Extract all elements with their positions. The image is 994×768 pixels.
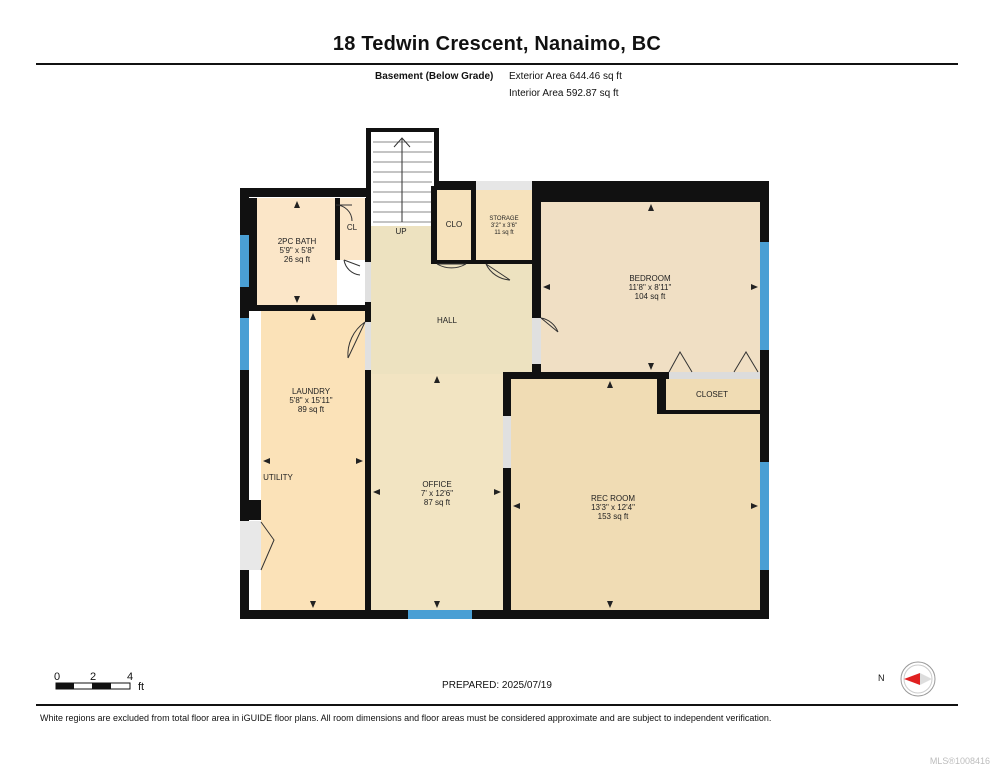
prepared-date: PREPARED: 2025/07/19 <box>442 680 552 691</box>
level-label: Basement (Below Grade) <box>375 71 494 82</box>
door-gap-bedroom <box>532 318 541 364</box>
clo-label: CLO <box>446 220 462 229</box>
interior-walls <box>249 186 760 610</box>
room-laundry-fill <box>261 311 365 610</box>
laundry-dims: 5'8" x 15'11" <box>289 396 332 405</box>
scale-bar <box>55 682 131 690</box>
utility-white-strip <box>247 311 261 521</box>
bath-dims: 5'9" x 5'8" <box>280 246 315 255</box>
footer-divider <box>36 704 958 706</box>
title-divider <box>36 63 958 65</box>
compass-icon <box>900 661 936 697</box>
rec-dims: 13'3" x 12'4" <box>591 503 635 512</box>
door-gap-closet <box>669 372 760 379</box>
disclaimer-text: White regions are excluded from total fl… <box>40 713 772 723</box>
door-gap-storage-top <box>476 181 532 190</box>
office-area: 87 sq ft <box>424 498 451 507</box>
utility-label: UTILITY <box>263 473 293 482</box>
bedroom-area: 104 sq ft <box>635 292 666 301</box>
office-name: OFFICE <box>422 480 451 489</box>
door-gap-rec <box>503 416 511 468</box>
door-gap-laundry <box>365 322 371 370</box>
room-rec-fill <box>511 379 760 610</box>
stair-wall-top <box>366 128 439 132</box>
door-gap-bath <box>365 262 371 302</box>
cl-label: CL <box>347 223 358 232</box>
compass-north-label: N <box>878 673 885 683</box>
up-label: UP <box>395 227 406 236</box>
door-gap-utility <box>240 521 261 570</box>
stair-walls <box>366 128 371 228</box>
bath-name: 2PC BATH <box>278 237 317 246</box>
hall-label: HALL <box>437 316 458 325</box>
laundry-area: 89 sq ft <box>298 405 325 414</box>
door-swings <box>260 204 759 571</box>
room-storage-fill <box>476 190 532 260</box>
storage-dims: 3'2" x 3'6" <box>491 223 517 229</box>
scale-label-2: 2 <box>90 671 97 683</box>
rec-name: REC ROOM <box>591 494 635 503</box>
bath-area: 26 sq ft <box>284 255 311 264</box>
dimension-markers <box>263 201 758 608</box>
room-bath-fill <box>257 198 337 305</box>
interior-area: Interior Area 592.87 sq ft <box>509 88 619 99</box>
scale-label-4: 4 <box>127 671 134 683</box>
windows <box>240 235 769 619</box>
office-dims: 7' x 12'6" <box>421 489 453 498</box>
room-office-fill <box>371 374 503 610</box>
laundry-name: LAUNDRY <box>292 387 331 396</box>
storage-area: 11 sq ft <box>494 230 514 236</box>
exterior-area: Exterior Area 644.46 sq ft <box>509 71 622 82</box>
stair-arrow <box>393 137 411 222</box>
stair-wall-right <box>434 128 439 186</box>
room-clo-fill <box>437 188 471 260</box>
rec-area: 153 sq ft <box>598 512 629 521</box>
scale-unit: ft <box>138 681 145 693</box>
mls-number: MLS®1008416 <box>929 756 990 766</box>
scale-label-0: 0 <box>54 671 61 683</box>
storage-name: STORAGE <box>489 216 518 222</box>
bedroom-dims: 11'8" x 8'11" <box>629 283 672 292</box>
room-bedroom-fill <box>541 202 760 372</box>
bedroom-name: BEDROOM <box>629 274 671 283</box>
closet-label: CLOSET <box>696 390 728 399</box>
room-cl-fill <box>340 198 365 260</box>
page-title: 18 Tedwin Crescent, Nanaimo, BC <box>332 33 662 55</box>
